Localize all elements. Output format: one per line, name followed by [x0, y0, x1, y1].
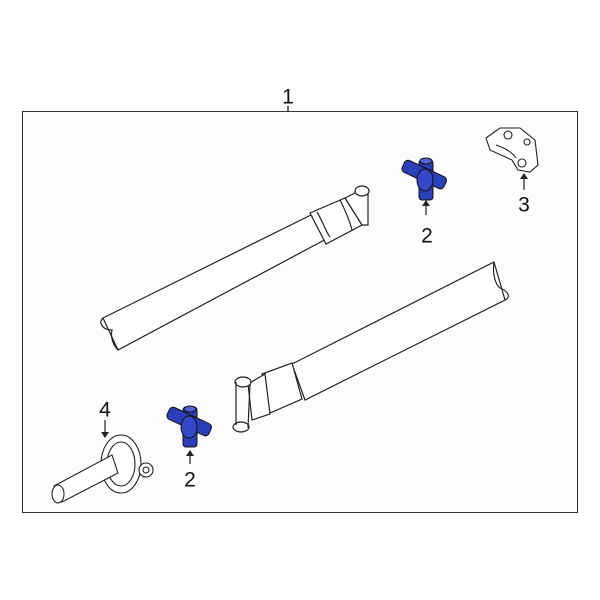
flange-yoke — [485, 127, 539, 173]
callout-1: 1 — [282, 85, 294, 109]
drive-shaft-rear — [232, 261, 509, 433]
callout-3: 3 — [518, 193, 530, 217]
callout-4: 4 — [99, 398, 111, 422]
callout-2-upper: 2 — [421, 224, 433, 248]
callout-2-lower: 2 — [184, 468, 196, 492]
slip-yoke — [51, 434, 154, 504]
drive-shaft-front — [100, 185, 370, 351]
universal-joint-upper — [401, 157, 447, 201]
universal-joint-lower — [166, 405, 212, 448]
